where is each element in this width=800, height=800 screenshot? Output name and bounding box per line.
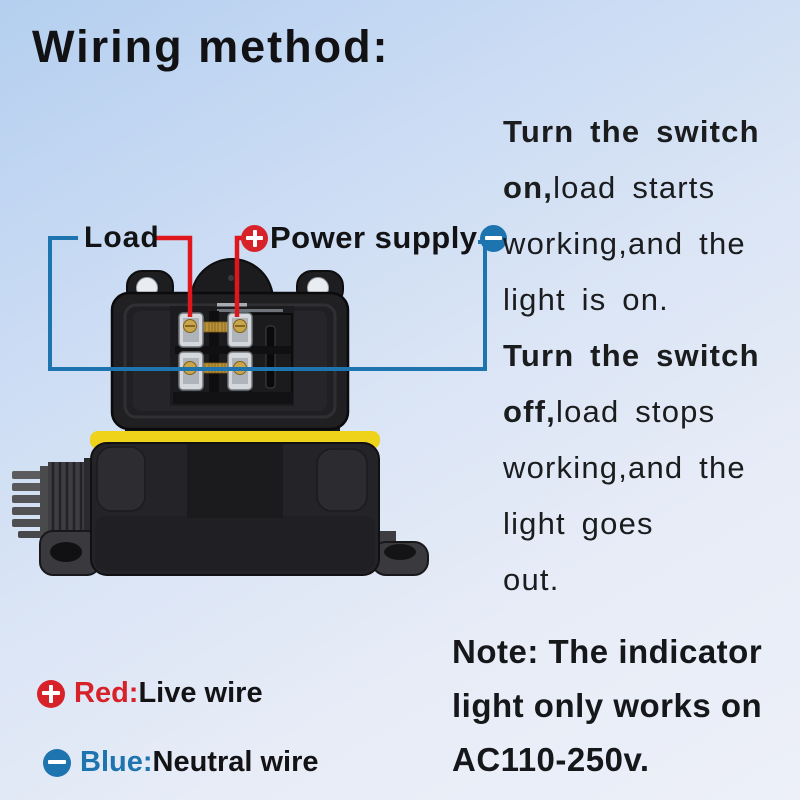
terminal-block xyxy=(173,311,293,404)
power-supply-label: Power supply xyxy=(241,220,507,255)
text-segment: off, xyxy=(503,394,556,429)
mounting-flange-right xyxy=(371,531,429,576)
red-live-wire-load xyxy=(155,235,193,317)
note-line: light only works on xyxy=(452,687,763,724)
instruction-line: out. xyxy=(503,552,760,608)
cable-gland xyxy=(12,458,98,546)
instruction-line: light goes xyxy=(503,496,760,552)
text-segment: Turn the switch xyxy=(503,114,760,149)
instruction-line: working,and the xyxy=(503,216,760,272)
power-supply-text: Power supply xyxy=(270,220,478,255)
legend-neutral-wire: Blue:Neutral wire xyxy=(43,746,319,779)
text-segment: Turn the switch xyxy=(503,338,760,373)
instruction-line: Turn the switch xyxy=(503,104,760,160)
mounting-flange-left xyxy=(39,530,101,576)
plus-icon xyxy=(241,224,268,252)
plus-icon xyxy=(37,679,65,708)
legend-text: Blue:Neutral wire xyxy=(80,746,319,779)
instruction-line: light is on. xyxy=(503,272,760,328)
legend-desc: Live wire xyxy=(138,677,263,709)
terminal-tr xyxy=(227,312,253,348)
page-title: Wiring method: xyxy=(32,21,390,72)
instructions: Turn the switch on,load starts working,a… xyxy=(503,104,760,608)
legend-term: Blue: xyxy=(80,746,153,778)
legend-term: Red: xyxy=(74,677,139,709)
text-segment: out. xyxy=(503,562,560,597)
text-segment: light goes xyxy=(503,506,654,541)
instruction-line: working,and the xyxy=(503,440,760,496)
text-segment: on, xyxy=(503,170,554,205)
load-label: Load xyxy=(84,221,160,254)
text-segment: load stops xyxy=(556,394,716,429)
text-segment: light is on. xyxy=(503,282,669,317)
legend-text: Red:Live wire xyxy=(74,677,263,710)
minus-icon xyxy=(479,224,507,252)
instruction-line: off,load stops xyxy=(503,384,760,440)
note-line: AC110-250v. xyxy=(452,741,650,778)
text-segment: working,and the xyxy=(503,226,746,261)
note: Note: The indicator light only works on … xyxy=(452,625,762,787)
legend-desc: Neutral wire xyxy=(152,746,319,778)
instruction-line: Turn the switch xyxy=(503,328,760,384)
note-line: Note: The indicator xyxy=(452,633,763,670)
instruction-line: on,load starts xyxy=(503,160,760,216)
minus-icon xyxy=(43,748,71,777)
text-segment: working,and the xyxy=(503,450,746,485)
legend-live-wire: Red:Live wire xyxy=(37,677,263,710)
terminal-tl xyxy=(178,312,204,348)
text-segment: load starts xyxy=(553,170,716,205)
device-body xyxy=(90,442,380,576)
